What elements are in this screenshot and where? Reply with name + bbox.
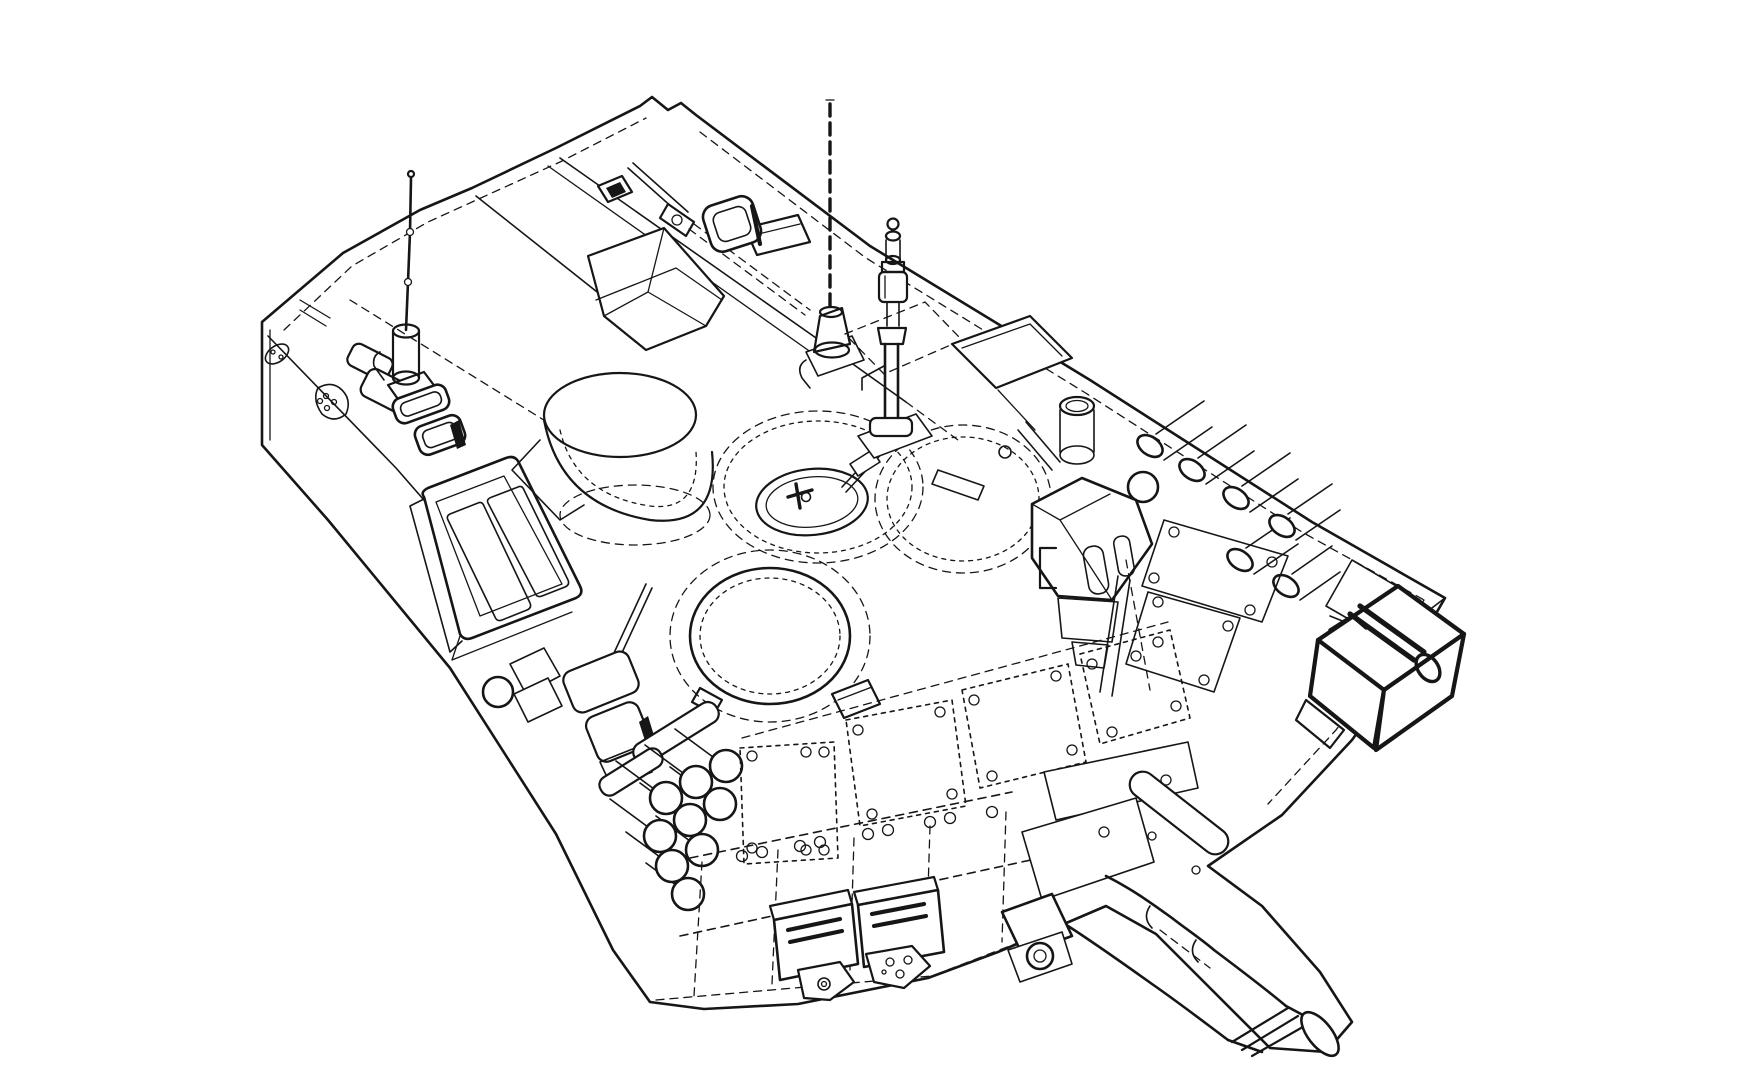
commander-sight [1017,395,1160,669]
gun-barrel [1066,874,1340,1058]
left-corner-plates [264,299,350,420]
gunner-sight-housing [511,226,726,546]
vent-boxes [768,875,946,1002]
sensor-mast [857,217,933,459]
reactive-armor-plates [739,621,1191,865]
corner-stowage-box [1294,583,1467,753]
right-smoke-launchers [1136,400,1341,601]
hull-silhouette [260,95,1447,1054]
handrail [627,162,811,316]
grab-handle [701,194,812,257]
roof-handles [391,383,467,457]
left-smoke-launchers [598,700,744,912]
intake-grate [409,455,583,661]
roof-wedge-plate [950,314,1074,431]
loader-hatch [593,549,882,723]
edge-clamp [596,174,634,204]
cupola-ring [712,410,924,564]
center-antenna [798,98,865,389]
barrel-cradle [1000,741,1230,983]
